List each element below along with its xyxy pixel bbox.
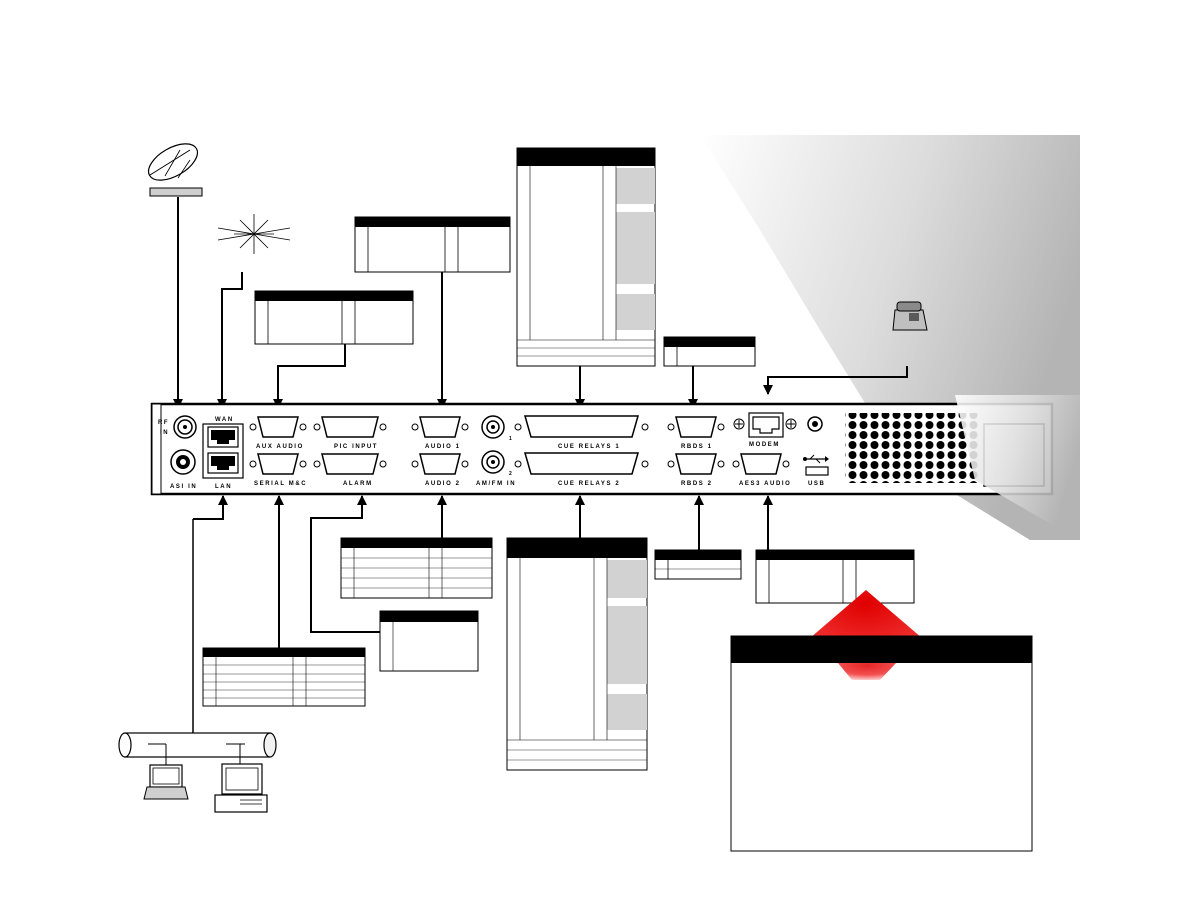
wan-line [217, 272, 243, 409]
audio-2-connector [411, 453, 469, 475]
cue-relays-2-label: CUE RELAYS 2 [558, 481, 620, 487]
usb-port [805, 466, 829, 476]
rf-in-label-2: IN [160, 430, 169, 436]
audio-1-label: AUDIO 1 [425, 444, 461, 450]
wan-label: WAN [215, 417, 234, 423]
asi-in-label: ASI IN [170, 484, 197, 490]
aux-audio-line [273, 344, 346, 409]
network-cable-icon [118, 732, 277, 765]
ground-screw-icon [807, 416, 823, 432]
aes3-audio-connector [732, 453, 790, 475]
rbds-1-label: RBDS 1 [681, 444, 713, 450]
rf-in-label: RF [158, 420, 169, 426]
alarm-pinout-table [379, 610, 479, 672]
audio-1-pinout-table [354, 216, 511, 273]
modem-connection-line [763, 366, 908, 395]
wan-port [207, 426, 239, 448]
antenna-star-icon [217, 214, 291, 254]
audio-2-pinout-table [340, 537, 493, 599]
audio-1-connector [411, 416, 469, 438]
aux-audio-pinout-table [254, 290, 414, 345]
rear-panel: RF IN ASI IN WAN LAN AUX AUDI [150, 402, 1054, 496]
bnc-2-label: 2 [509, 471, 513, 477]
laptop-icon [143, 764, 189, 800]
lan-label: LAN [215, 484, 232, 490]
aes3-audio-pinout-table [755, 549, 915, 604]
cue-relays-2-connector [514, 452, 649, 475]
telephone-icon [892, 301, 928, 331]
aux-audio-label: AUX AUDIO [256, 444, 304, 450]
cue-relays-2-pinout-table [506, 537, 648, 771]
alarm-label: ALARM [343, 481, 373, 487]
asi-in-connector [170, 449, 196, 475]
lan-line-up [193, 495, 228, 520]
cue-relays-1-connector [514, 415, 649, 438]
lan-port [207, 452, 239, 474]
rbds-1-connector [667, 416, 725, 438]
rbds-2-label: RBDS 2 [681, 481, 713, 487]
rbds-1-pinout-table [663, 336, 756, 367]
modem-port [733, 412, 797, 438]
audio-2-label: AUDIO 2 [425, 481, 461, 487]
ventilation-grille [845, 413, 979, 483]
am-fm-in-label: AM/FM IN [476, 481, 516, 487]
alarm-line [310, 495, 380, 633]
bnc-1-label: 1 [509, 436, 513, 442]
serial-mc-pinout-table [202, 647, 366, 707]
satellite-dish-icon [147, 143, 203, 197]
rbds-2-pinout-table [654, 549, 742, 580]
pic-input-connector [313, 416, 387, 438]
cue-relays-1-label: CUE RELAYS 1 [558, 444, 620, 450]
pic-input-label: PIC INPUT [334, 444, 378, 450]
alarm-connector [313, 453, 387, 475]
aes3-audio-label: AES3 AUDIO [739, 481, 791, 487]
rbds-2-connector [667, 453, 725, 475]
am-fm-in-2-connector [481, 450, 505, 474]
modem-label: MODEM [749, 442, 780, 448]
usb-label: USB [808, 481, 825, 487]
warning-triangle-overlay [838, 663, 896, 680]
usb-icon [803, 454, 829, 464]
rf-in-connector [173, 415, 197, 439]
desktop-computer-icon [214, 763, 268, 813]
aux-audio-connector [249, 416, 307, 438]
serial-mc-connector [249, 453, 307, 475]
gradient-overlay [955, 395, 1080, 540]
am-fm-in-1-connector [481, 415, 505, 439]
serial-mc-label: SERIAL M&C [254, 481, 307, 487]
cue-relays-1-pinout-table [516, 147, 656, 367]
